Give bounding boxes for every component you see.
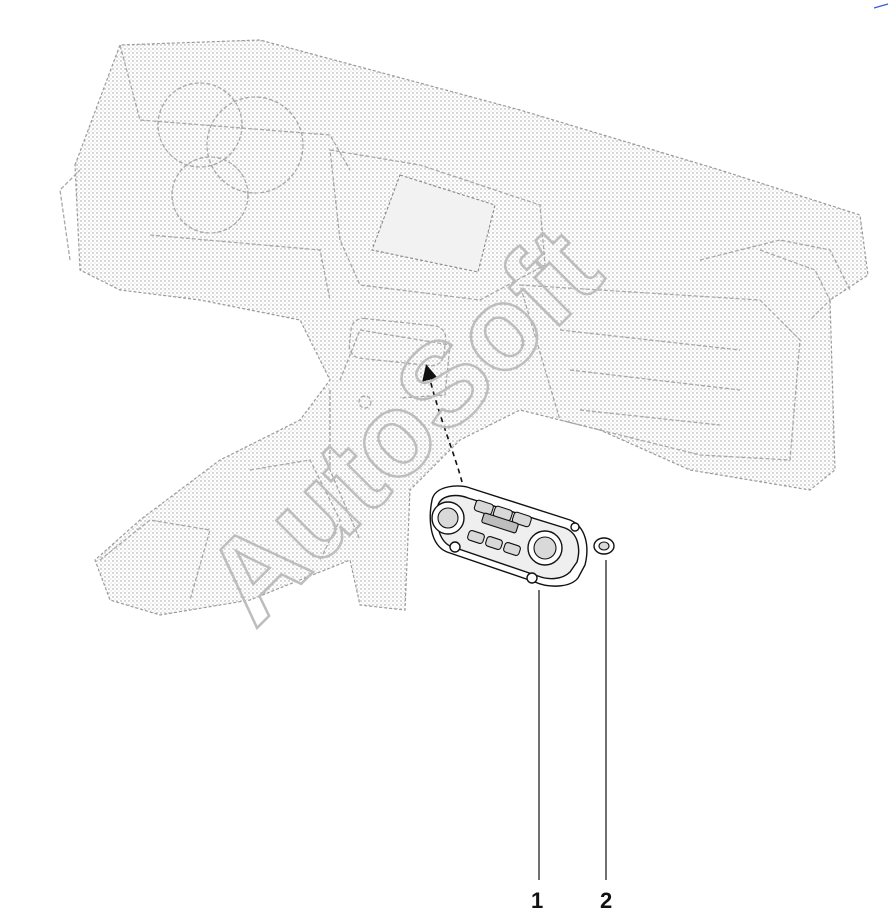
dashboard-outline: [59, 39, 869, 616]
install-direction-arrow: [422, 364, 463, 483]
panel-buttons-bottom: [467, 530, 521, 556]
climate-control-panel: [429, 485, 588, 587]
callout-label-2: 2: [600, 888, 612, 913]
clip-fastener: [593, 537, 615, 555]
callout-label-1: 1: [531, 888, 543, 913]
corner-mark: [873, 3, 889, 9]
callout-leaders: [538, 560, 607, 880]
